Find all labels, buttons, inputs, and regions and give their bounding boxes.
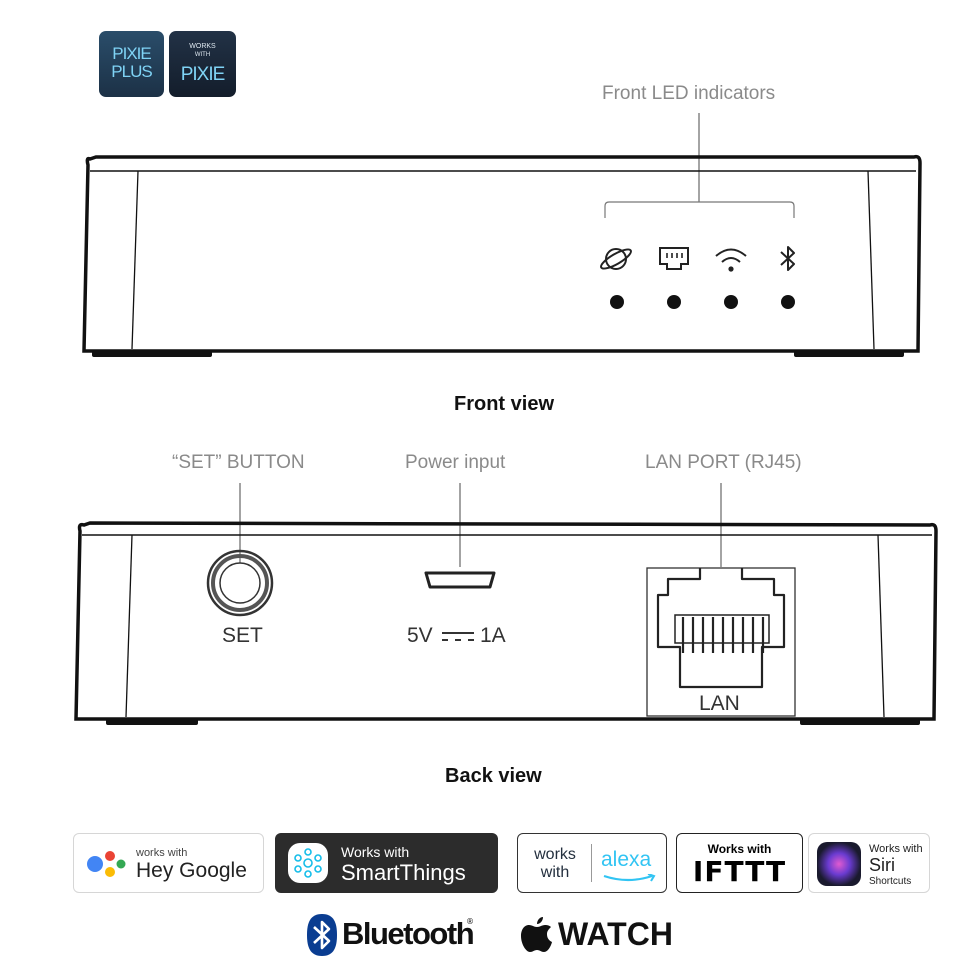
works-with-pixie-line3: PIXIE (180, 64, 226, 85)
google-dots-icon (87, 851, 126, 877)
apple-watch-logo: WATCH (520, 913, 690, 957)
pixie-plus-line1: PIXIE (112, 44, 151, 63)
pixie-plus-logo: PIXIE PLUS (99, 31, 164, 97)
back-view-title: Back view (445, 765, 542, 787)
lan-text: LAN (699, 692, 740, 715)
ifttt-small-text: Works with (707, 842, 772, 856)
pixie-plus-line2: PLUS (111, 62, 152, 81)
smartthings-big-text: SmartThings (341, 860, 466, 885)
works-with-alexa-badge: works with alexa (517, 833, 667, 893)
works-with-ifttt-badge: Works with IFTTT (676, 833, 803, 893)
front-view-title: Front view (454, 393, 555, 415)
ifttt-big-text: IFTTT (692, 855, 787, 888)
works-with-pixie-line1: WORKS (189, 43, 216, 50)
alexa-wordmark: alexa (601, 848, 652, 871)
set-text: SET (222, 624, 263, 647)
bluetooth-icon (780, 246, 795, 271)
alexa-works-text: works (534, 846, 576, 863)
lan-port-label: LAN PORT (RJ45) (645, 452, 802, 473)
google-small-text: works with (136, 847, 188, 859)
apple-icon (521, 917, 552, 952)
siri-small-text: Works with (869, 843, 923, 855)
set-button-label: “SET” BUTTON (172, 452, 305, 473)
power-voltage-text: 5V (407, 624, 433, 647)
alexa-with-text: with (540, 864, 570, 881)
watch-wordmark: WATCH (558, 916, 673, 952)
google-big-text: Hey Google (136, 859, 247, 882)
siri-orb-icon (817, 842, 861, 886)
works-with-pixie-logo: WORKS WITH PIXIE (169, 31, 236, 97)
front-device-drawing (82, 113, 922, 357)
power-current-text: 1A (480, 624, 506, 647)
smartthings-small-text: Works with (341, 844, 410, 860)
works-with-pixie-line2: WITH (194, 52, 211, 58)
smartthings-icon (288, 843, 328, 883)
back-device-drawing (74, 483, 938, 725)
power-input-label: Power input (405, 452, 506, 473)
alexa-divider (591, 844, 592, 882)
globe-icon (600, 248, 632, 270)
bluetooth-logo: Bluetooth ® (306, 913, 476, 957)
works-with-siri-badge: Works with Siri Shortcuts (808, 833, 930, 893)
works-with-smartthings-badge: Works with SmartThings (275, 833, 498, 893)
siri-big-text: Siri (869, 855, 895, 875)
bluetooth-registered-mark: ® (466, 917, 474, 926)
bluetooth-wordmark: Bluetooth (342, 916, 475, 951)
wifi-icon (715, 248, 747, 272)
front-led-label: Front LED indicators (602, 83, 776, 104)
bluetooth-logo-icon (307, 914, 337, 956)
alexa-smile-icon (603, 874, 656, 882)
works-with-hey-google-badge: works with Hey Google (73, 833, 264, 893)
siri-tiny-text: Shortcuts (869, 876, 912, 887)
ethernet-icon (659, 247, 689, 270)
